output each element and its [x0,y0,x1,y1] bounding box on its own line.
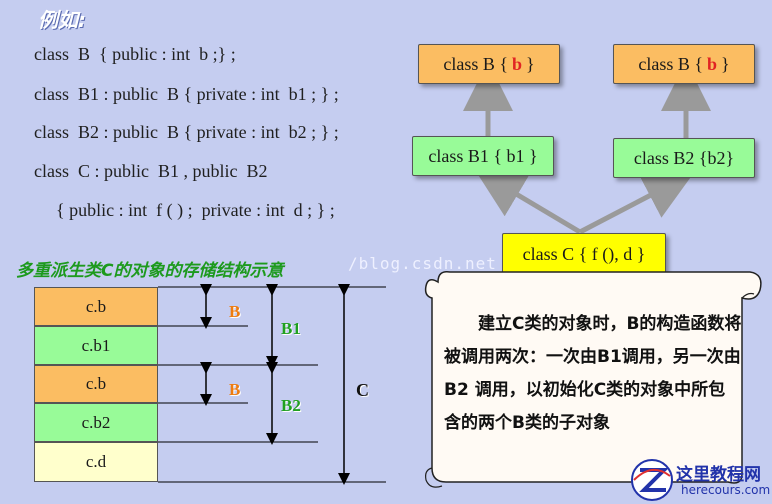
class-b1-box: class B1 { b1 } [412,136,554,176]
code-line-5: { public : int f ( ) ; private : int d ;… [56,200,335,220]
memory-cell-cd: c.d [34,442,158,482]
label-b-bottom: B [229,380,241,399]
memory-cell-cb1: c.b1 [34,326,158,365]
class-b-left-suffix: } [526,53,535,74]
site-logo-icon [631,459,673,501]
label-b1: B1 [281,319,301,338]
class-c-box: class C { f (), d } [502,233,666,275]
class-b2-box: class B2 {b2} [613,138,755,178]
storage-guides [158,284,386,485]
label-c: C [356,380,369,400]
class-b-right-suffix: } [721,53,730,74]
memory-cell-cb2: c.b2 [34,403,158,442]
arrow-c-to-b1 [474,169,582,235]
memory-cell-cb-1: c.b [34,287,158,326]
class-c-label: class C { f (), d } [522,243,646,264]
label-b-top: B [229,302,241,321]
class-b-right-box: class B { b } [613,44,755,84]
logo-text-cn: 这里教程网 [676,465,761,485]
code-line-2: class B1 : public B { private : int b1 ;… [34,84,339,104]
label-b2: B2 [281,396,301,415]
watermark: /blog.csdn.net [348,254,497,273]
class-b-left-box: class B { b } [418,44,560,84]
class-b-left-member: b [511,53,522,74]
storage-title: 多重派生类C的对象的存储结构示意 [16,261,284,281]
class-b-left-prefix: class B { [443,53,508,74]
logo-text-en: herecours.com [681,483,771,497]
code-line-4: class C : public B1 , public B2 [34,161,268,181]
code-line-1: class B { public : int b ;} ; [34,44,236,64]
arrow-c-to-b2 [578,172,695,235]
scroll-note-text: 建立C类的对象时，B的构造函数将被调用两次：一次由B1调用，另一次由B2 调用，… [444,314,742,433]
class-b1-label: class B1 { b1 } [428,145,538,166]
code-line-3: class B2 : public B { private : int b2 ;… [34,122,339,142]
memory-cell-cb-2: c.b [34,365,158,403]
class-b-right-member: b [706,53,717,74]
class-b-right-prefix: class B { [638,53,703,74]
example-title: 例如: [38,8,86,32]
scroll-note-shape [424,270,762,488]
class-b2-label: class B2 {b2} [633,147,735,168]
